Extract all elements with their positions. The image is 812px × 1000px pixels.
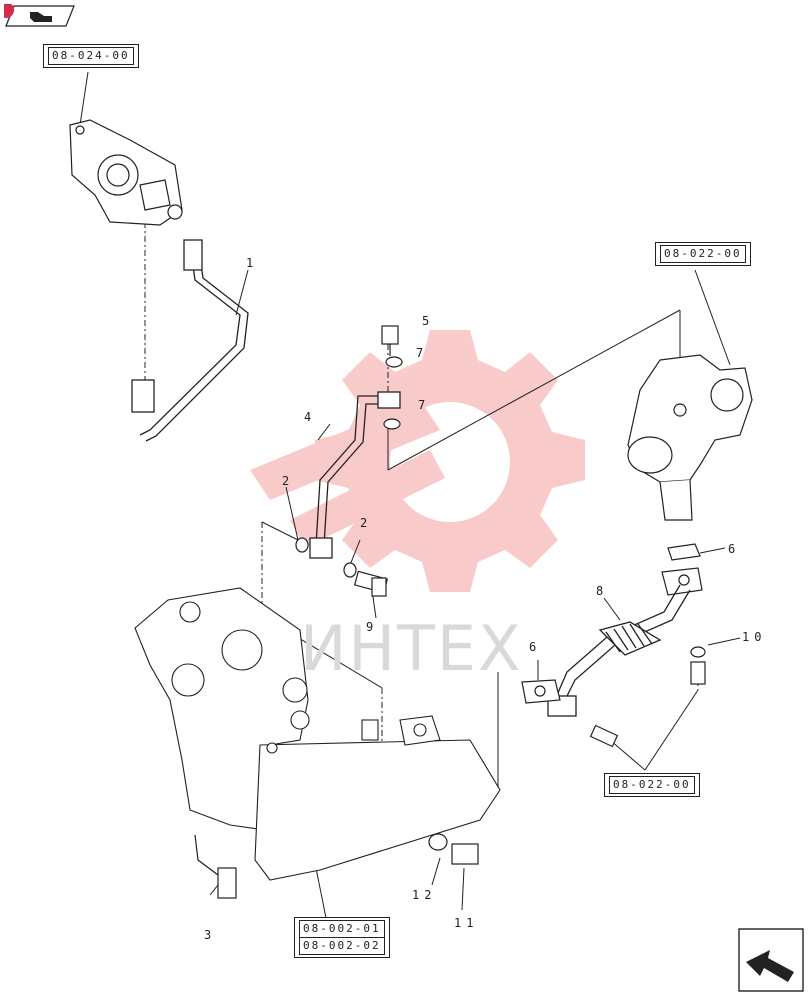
callout-9: 9 [366,620,374,634]
watermark-gear-icon [250,330,585,592]
fittings [295,325,403,597]
ref-box-top-left[interactable]: 08-024-00 [43,44,139,68]
callout-2b: 2 [360,516,368,530]
callout-7b: 7 [418,398,426,412]
callout-12: 12 [412,888,437,902]
oil-filter-bracket [69,119,183,226]
next-page-arrow-icon[interactable] [738,928,804,992]
callout-10: 10 [742,630,767,644]
callout-5: 5 [422,314,430,328]
gasket-part-6-right [661,543,703,596]
callout-6a: 6 [728,542,736,556]
return-pipe-part-8 [547,584,691,717]
watermark-text: ИНТЕХ [300,612,523,685]
callout-1: 1 [246,256,254,270]
callout-2a: 2 [282,474,290,488]
callout-8: 8 [596,584,604,598]
ref-box-bottom[interactable]: 08-002-01 08-002-02 [294,917,390,958]
pipe-part-1 [131,239,249,442]
hand-pointer-icon[interactable] [4,4,76,28]
callout-6b: 6 [529,640,537,654]
callout-7a: 7 [416,346,424,360]
engine-block [134,587,501,881]
gasket-part-6-left [521,646,706,748]
ref-box-right-upper[interactable]: 08-022-00 [655,242,751,266]
callout-3: 3 [204,928,212,942]
turbocharger [627,354,753,521]
callout-4: 4 [304,410,312,424]
fitting-part-3 [194,834,237,899]
callout-11: 11 [454,916,479,930]
pipe-part-4 [309,391,401,559]
ref-box-right-lower[interactable]: 08-022-00 [604,773,700,797]
bolts-11-12 [428,833,479,865]
